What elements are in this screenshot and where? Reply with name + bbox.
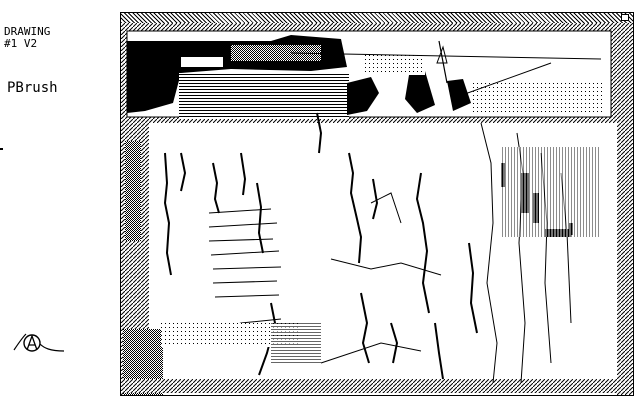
document-title: DRAWING #1 V2 <box>4 25 51 50</box>
sidebar: DRAWING #1 V2 PBrush <box>0 0 118 400</box>
circle-a-logo-icon <box>13 333 65 352</box>
sidebar-tick-mark <box>0 148 3 150</box>
paint-window[interactable] <box>120 12 634 396</box>
drawing-canvas[interactable] <box>121 23 633 395</box>
close-box-icon[interactable] <box>621 14 629 21</box>
app-name: PBrush <box>7 80 58 96</box>
